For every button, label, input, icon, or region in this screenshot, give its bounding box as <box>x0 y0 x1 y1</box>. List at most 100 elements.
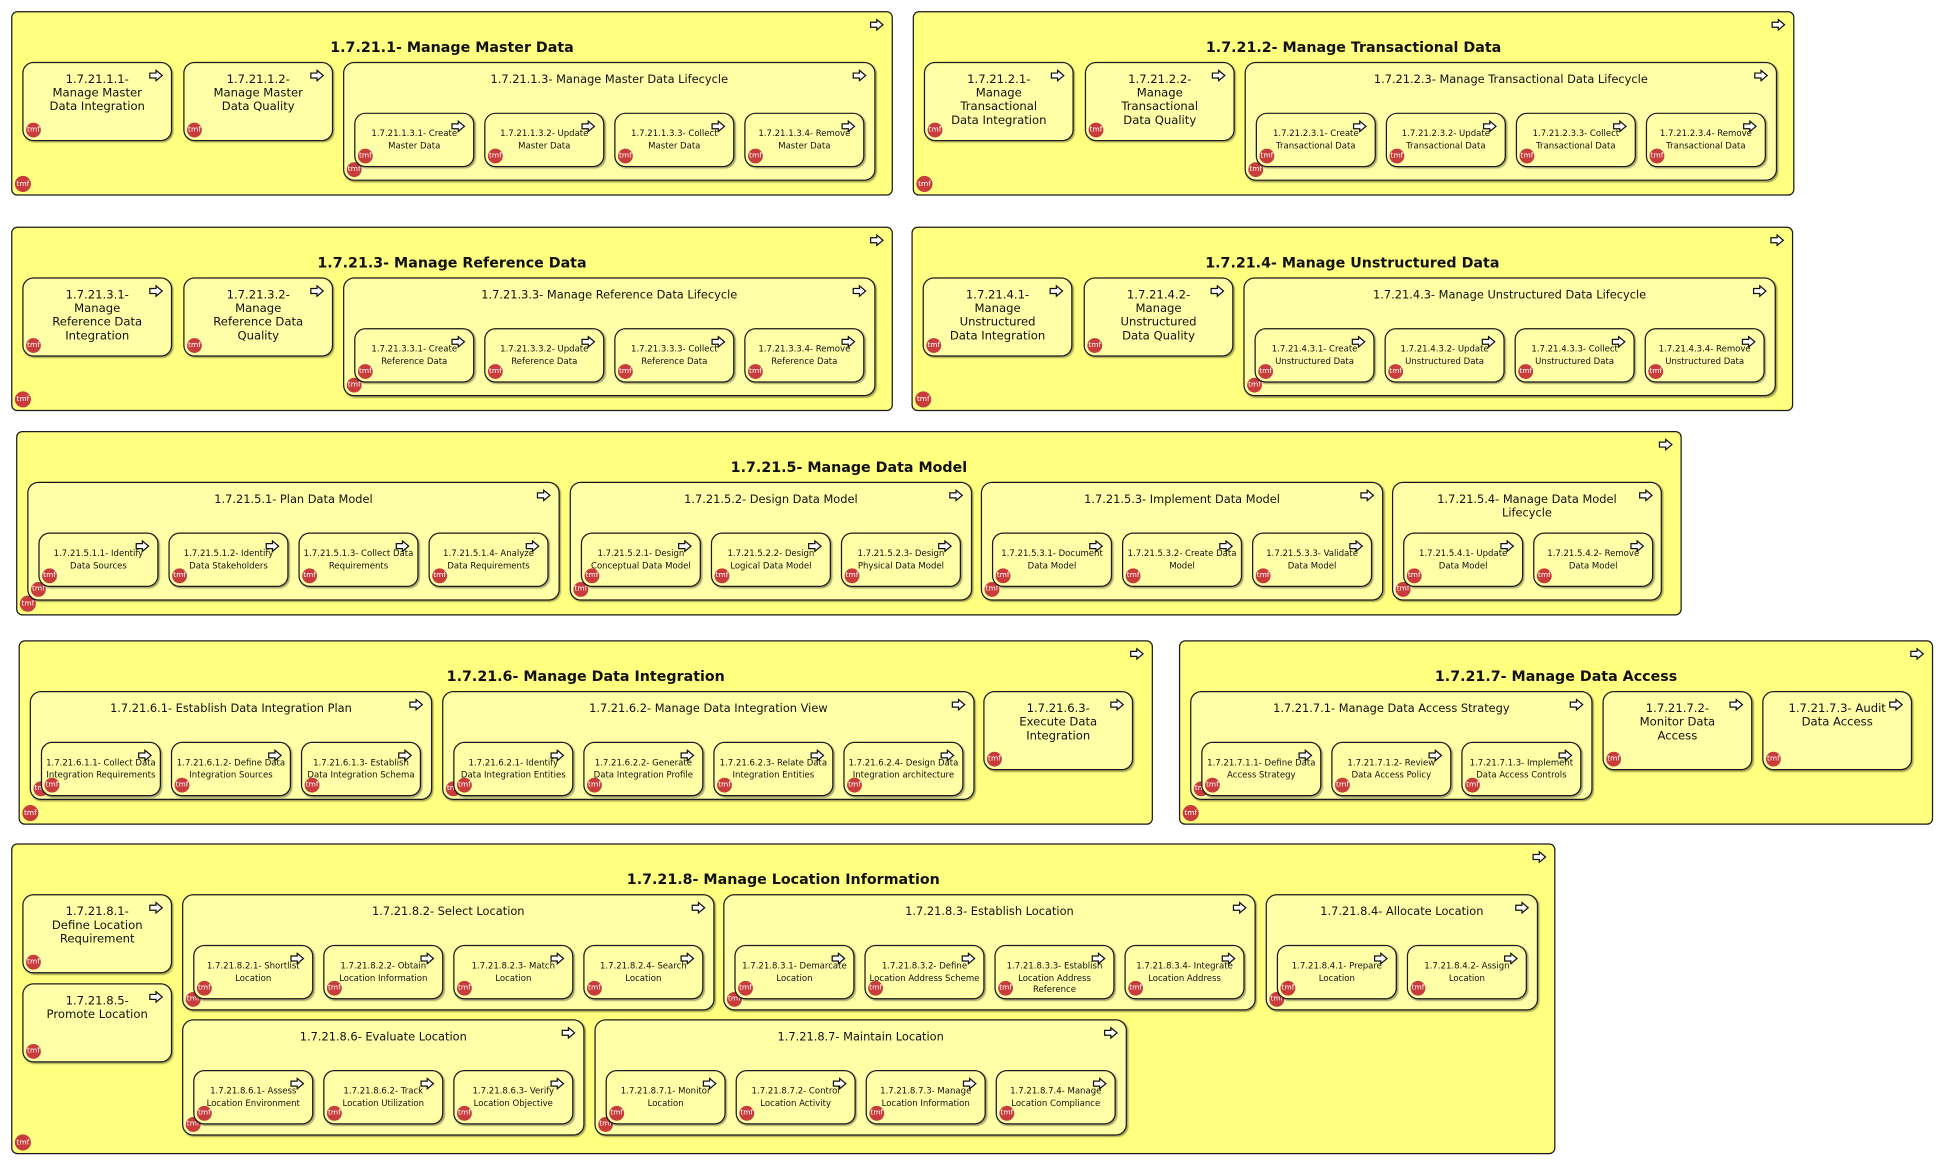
process-subgroup[interactable]: 1.7.21.2.3- Manage Transactional Data Li… <box>1244 61 1778 181</box>
process-box[interactable]: 1.7.21.1.1- Manage Master Data Integrati… <box>22 61 173 142</box>
process-leaf[interactable]: 1.7.21.8.2.2- Obtain Location Informatio… <box>323 944 444 1000</box>
process-leaf[interactable]: 1.7.21.6.2.2- Generate Data Integration … <box>583 741 704 797</box>
process-box[interactable]: 1.7.21.3.1- Manage Reference Data Integr… <box>22 277 173 357</box>
process-leaf[interactable]: 1.7.21.7.1.3- Implement Data Access Cont… <box>1461 741 1582 797</box>
process-leaf[interactable]: 1.7.21.7.1.1- Define Data Access Strateg… <box>1201 741 1322 797</box>
process-leaf[interactable]: 1.7.21.2.3.3- Collect Transactional Data… <box>1515 112 1636 168</box>
process-leaf[interactable]: 1.7.21.6.2.3- Relate Data Integration En… <box>713 741 834 797</box>
process-label: 1.7.21.4.3.4- Remove Unstructured Data <box>1658 344 1751 366</box>
process-leaf[interactable]: 1.7.21.8.7.4- Manage Location Compliance… <box>995 1069 1116 1125</box>
process-label: 1.7.21.2.2- Manage Transactional Data Qu… <box>1121 73 1199 128</box>
process-leaf[interactable]: 1.7.21.6.1.1- Collect Data Integration R… <box>40 741 161 797</box>
process-box[interactable]: 1.7.21.2.1- Manage Transactional Data In… <box>923 61 1074 142</box>
process-subgroup[interactable]: 1.7.21.7.1- Manage Data Access Strategyt… <box>1190 691 1593 801</box>
process-leaf[interactable]: 1.7.21.5.2.1- Design Conceptual Data Mod… <box>580 532 701 588</box>
process-leaf[interactable]: 1.7.21.6.2.1- Identify Data Integration … <box>453 741 574 797</box>
process-box[interactable]: 1.7.21.4.1- Manage Unstructured Data Int… <box>922 277 1073 357</box>
tmf-icon: tmf <box>916 175 933 192</box>
process-leaf[interactable]: 1.7.21.8.6.1- Assess Location Environmen… <box>193 1069 314 1125</box>
tmf-icon: tmf <box>357 364 373 379</box>
process-leaf[interactable]: 1.7.21.8.3.2- Define Location Address Sc… <box>864 944 985 1000</box>
process-subgroup[interactable]: 1.7.21.6.1- Establish Data Integration P… <box>29 691 433 801</box>
process-leaf[interactable]: 1.7.21.5.1.2- Identify Data Stakeholders… <box>168 532 289 588</box>
process-leaf[interactable]: 1.7.21.6.2.4- Design Data Integration ar… <box>843 741 964 797</box>
process-leaf[interactable]: 1.7.21.6.1.3- Establish Data Integration… <box>300 741 422 797</box>
process-subgroup[interactable]: 1.7.21.1.3- Manage Master Data Lifecycle… <box>343 61 876 181</box>
process-leaf[interactable]: 1.7.21.8.7.3- Manage Location Informatio… <box>865 1069 986 1125</box>
process-arrow-icon <box>1611 335 1626 348</box>
process-leaf[interactable]: 1.7.21.6.1.2- Define Data Integration So… <box>170 741 292 797</box>
process-leaf[interactable]: 1.7.21.5.2.3- Design Physical Data Model… <box>840 532 961 588</box>
process-subgroup[interactable]: 1.7.21.4.3- Manage Unstructured Data Lif… <box>1243 277 1776 397</box>
process-box[interactable]: 1.7.21.3.2- Manage Reference Data Qualit… <box>183 277 334 357</box>
process-label: 1.7.21.5.2.1- Design Conceptual Data Mod… <box>591 548 691 571</box>
process-box[interactable]: 1.7.21.4.2- Manage Unstructured Data Qua… <box>1083 277 1234 357</box>
process-subgroup[interactable]: 1.7.21.6.2- Manage Data Integration View… <box>442 691 975 801</box>
process-leaf[interactable]: 1.7.21.8.6.2- Track Location Utilization… <box>323 1069 444 1125</box>
process-box[interactable]: 1.7.21.2.2- Manage Transactional Data Qu… <box>1084 61 1235 142</box>
process-leaf[interactable]: 1.7.21.8.3.4- Integrate Location Address… <box>1124 944 1245 1000</box>
process-arrow-icon <box>1210 284 1225 298</box>
process-label: 1.7.21.6.2.3- Relate Data Integration En… <box>719 757 828 780</box>
process-subgroup[interactable]: 1.7.21.3.3- Manage Reference Data Lifecy… <box>343 277 876 397</box>
process-leaf[interactable]: 1.7.21.8.3.3- Establish Location Address… <box>994 944 1115 1000</box>
